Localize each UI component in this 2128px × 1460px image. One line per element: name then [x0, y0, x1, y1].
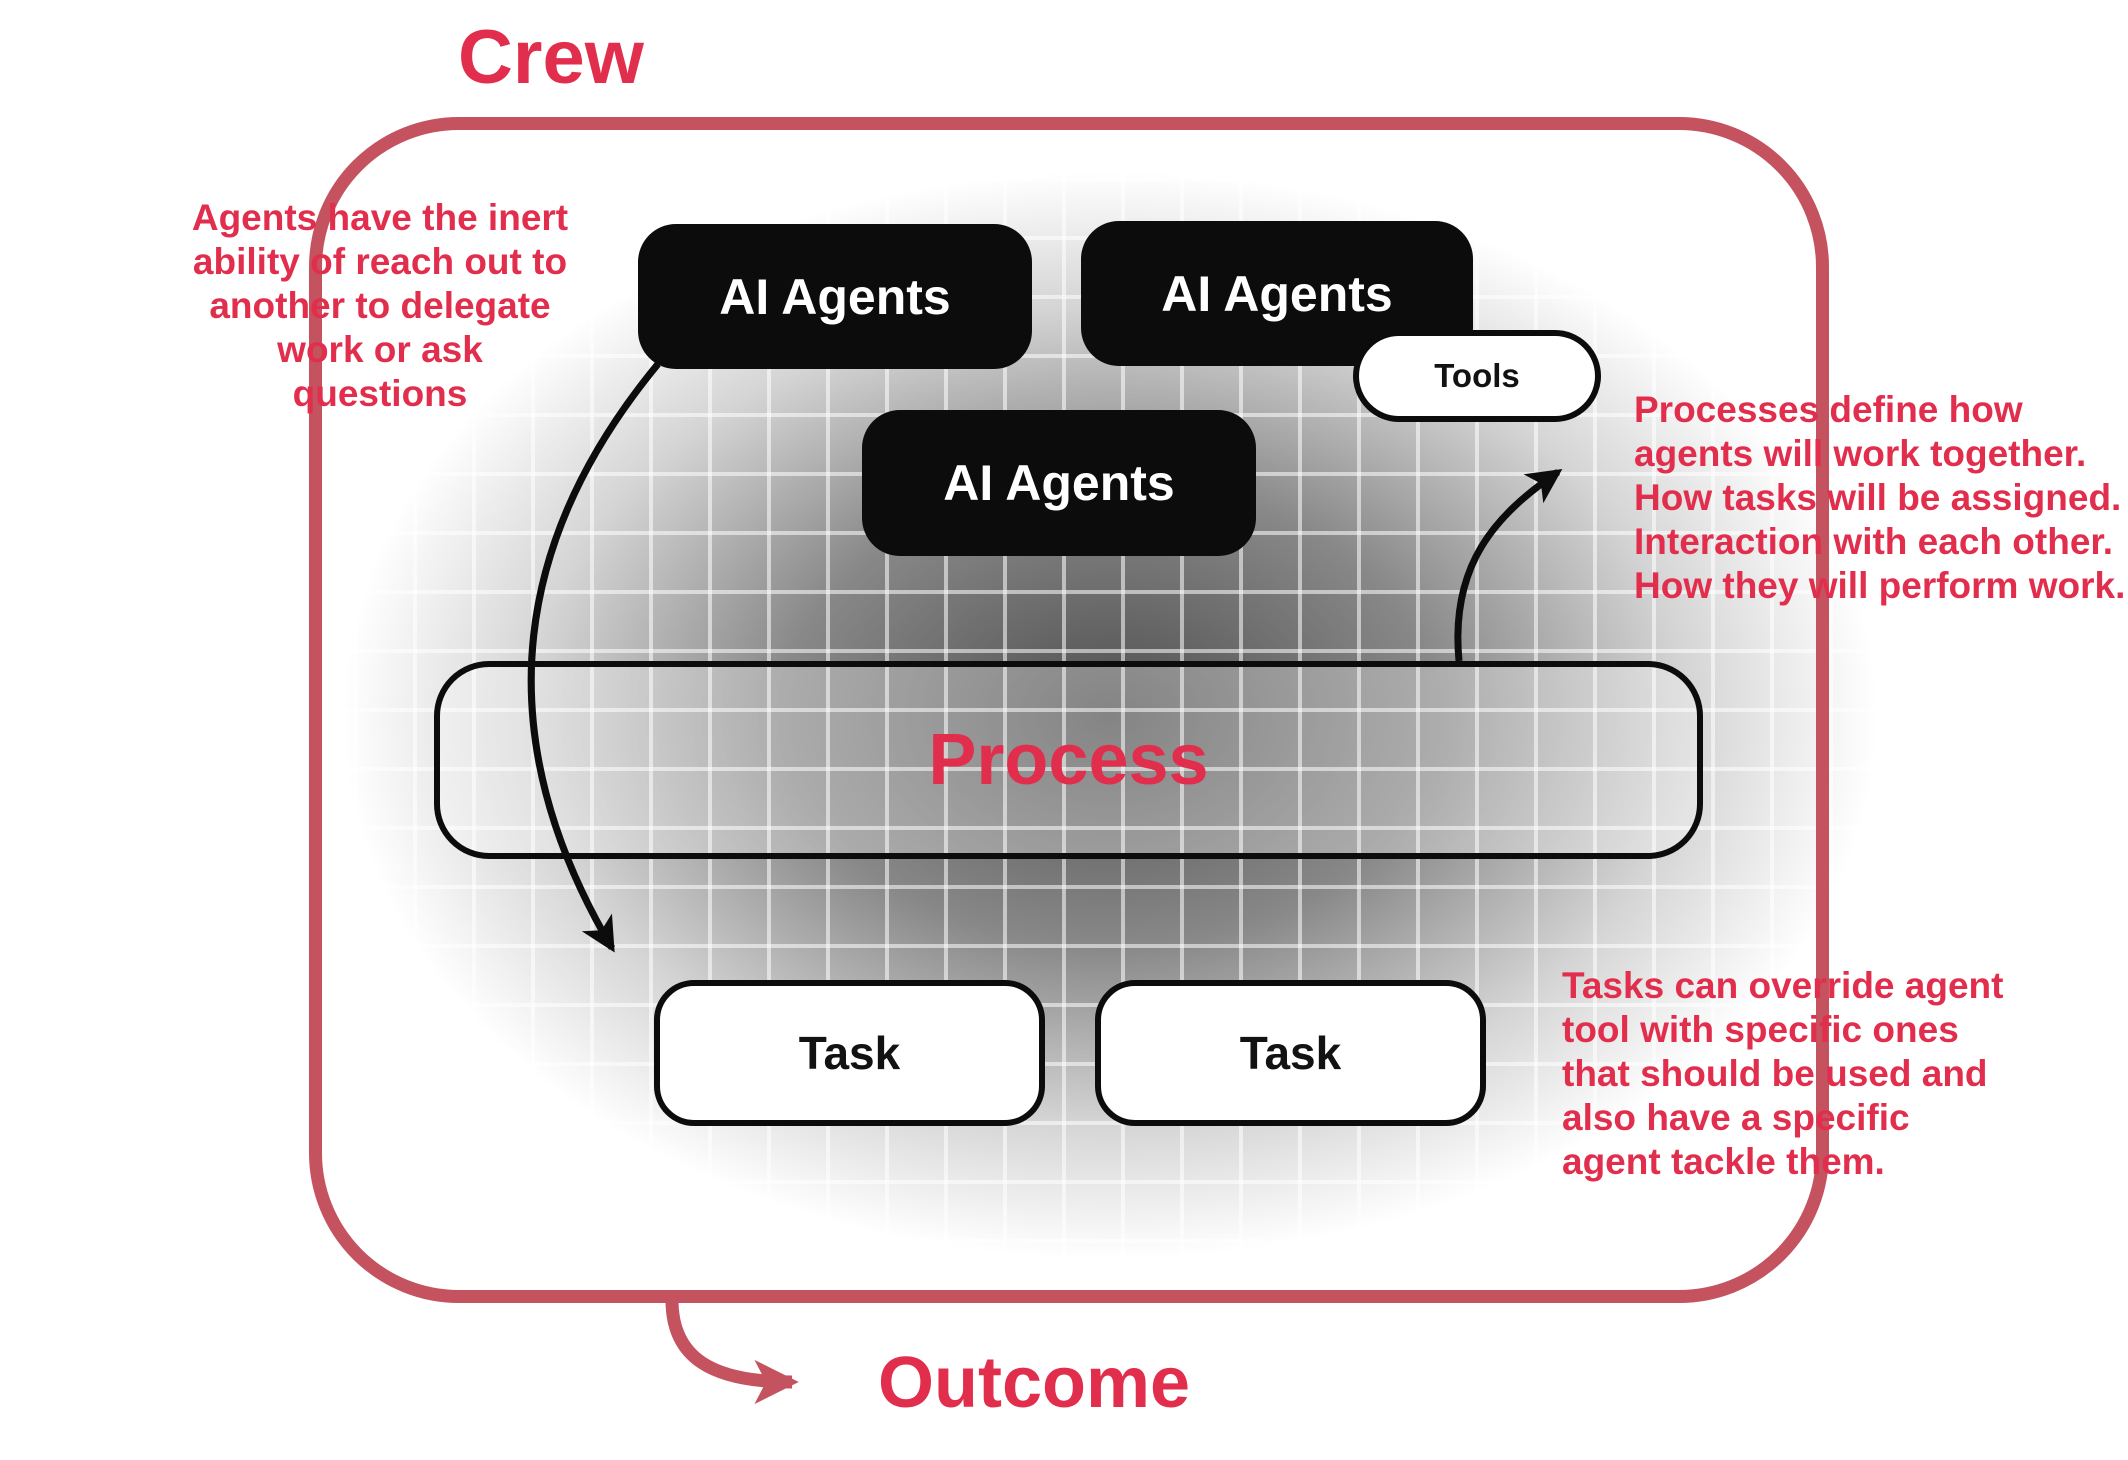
- task-label-1: Task: [798, 1027, 901, 1079]
- ai-agents-box-1: AI Agents: [638, 224, 1032, 369]
- process-label: Process: [928, 720, 1209, 800]
- task-label-2: Task: [1239, 1027, 1342, 1079]
- task-box-1: Task: [654, 980, 1045, 1126]
- tools-label: Tools: [1434, 357, 1520, 394]
- delegation-note: Agents have the inert ability of reach o…: [191, 197, 569, 414]
- task-box-2: Task: [1095, 980, 1486, 1126]
- tasks-note: Tasks can override agent tool with speci…: [1562, 965, 2004, 1182]
- ai-agents-label-3: AI Agents: [943, 455, 1175, 511]
- ai-agents-label-1: AI Agents: [719, 268, 951, 325]
- ai-agents-label-2: AI Agents: [1161, 265, 1393, 322]
- tools-box: Tools: [1353, 330, 1601, 422]
- crew-boundary-box: [309, 117, 1829, 1303]
- outcome-label: Outcome: [878, 1343, 1191, 1423]
- crew-title: Crew: [458, 15, 644, 100]
- process-note: Processes define how agents will work to…: [1634, 389, 2126, 606]
- ai-agents-box-3: AI Agents: [862, 410, 1256, 556]
- process-box: Process: [434, 661, 1703, 859]
